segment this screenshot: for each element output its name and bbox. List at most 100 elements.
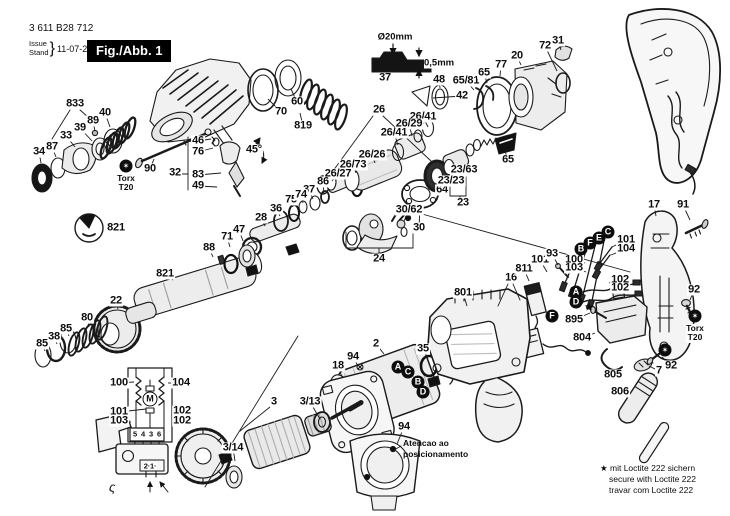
part-label-34: 34 <box>32 145 46 158</box>
part-label-94: 94 <box>346 350 360 363</box>
issue-label: Issue <box>29 39 47 49</box>
part-label-87: 87 <box>45 140 59 153</box>
part-label-85: 85 <box>35 337 49 350</box>
part-label-806: 806 <box>610 385 630 398</box>
part-label-26-26: 26/26 <box>357 148 387 161</box>
part-label-71: 71 <box>220 230 234 243</box>
part-label-20: 20 <box>510 49 524 62</box>
diameter-dimension: Ø20mm <box>377 31 413 43</box>
letter-marker-D: D <box>569 295 583 309</box>
letter-marker-C: C <box>401 365 415 379</box>
letter-marker-C: C <box>601 225 615 239</box>
part-label-37: 37 <box>378 71 392 84</box>
stand-label: Stand <box>29 48 49 57</box>
part-label-101: 101 <box>109 405 129 418</box>
part-label-85: 85 <box>59 322 73 335</box>
part-label-30: 30 <box>412 221 426 234</box>
figure-label: Fig./Abb. 1 <box>87 40 172 62</box>
part-label-23-23: 23/23 <box>436 174 466 187</box>
part-label-103: 103 <box>109 414 129 427</box>
part-label-49: 49 <box>191 179 205 192</box>
part-label-93: 93 <box>545 247 559 260</box>
part-label-76: 76 <box>191 145 205 158</box>
part-label-6: 6 <box>157 429 161 439</box>
part-label-819: 819 <box>293 119 313 132</box>
part-label-5: 5 <box>133 429 137 439</box>
crank-group-drawing <box>342 179 439 255</box>
part-label-102: 102 <box>610 273 630 286</box>
part-label-2: 2 <box>372 337 380 350</box>
part-label-100: 100 <box>109 376 129 389</box>
part-label-805: 805 <box>603 368 623 381</box>
torx-screw-icon: ✶ <box>658 343 672 357</box>
loctite-note: ★ mit Loctite 222 sichern secure with Lo… <box>600 463 696 496</box>
part-label-102: 102 <box>172 404 192 417</box>
letter-marker-D: D <box>416 385 430 399</box>
part-label-801: 801 <box>453 286 473 299</box>
part-label-101: 101 <box>616 233 636 246</box>
part-label-18: 18 <box>331 359 345 372</box>
part-label-811: 811 <box>514 262 534 275</box>
part-label-88: 88 <box>202 241 216 254</box>
part-label-23-63: 23/63 <box>449 163 479 176</box>
part-label-23: 23 <box>456 196 470 209</box>
housing-shell-drawing <box>625 8 722 195</box>
part-label-37: 37 <box>302 183 316 196</box>
part-label-80: 80 <box>80 311 94 324</box>
part-label-65: 65 <box>477 66 491 79</box>
selector-knob-drawing <box>204 128 268 197</box>
spindle-drawing <box>133 244 263 318</box>
motor-housing-drawing <box>427 288 531 443</box>
part-label-45-: 45° <box>244 143 264 156</box>
part-label-91: 91 <box>676 198 690 211</box>
issue-date: 11-07-25 <box>56 44 93 54</box>
gear-housing-drawing <box>149 58 252 145</box>
part-label--: ★ <box>584 302 594 313</box>
part-label-821: 821 <box>106 221 126 234</box>
part-label-102: 102 <box>610 281 630 294</box>
part-label-60: 60 <box>290 95 304 108</box>
part-label-86: 86 <box>316 175 330 188</box>
part-label-30-62: 30/62 <box>394 203 424 216</box>
positioning-note: Atencao ao posicionamento <box>403 438 469 460</box>
part-label-3: 3 <box>149 429 153 439</box>
letter-marker-F: F <box>545 309 559 323</box>
part-label-65-81: 65/81 <box>451 74 481 87</box>
part-label-72: 72 <box>538 39 552 52</box>
part-label-7: 7 <box>655 364 663 377</box>
flange-drawing <box>349 433 421 511</box>
part-label-804: 804 <box>572 331 592 344</box>
part-label-102: 102 <box>172 414 192 427</box>
part-label-26-27: 26/27 <box>323 167 353 180</box>
part-label-100: 100 <box>564 253 584 266</box>
part-label-42: 42 <box>455 89 469 102</box>
letter-marker-B: B <box>411 375 425 389</box>
document-number: 3 611 B28 712 <box>29 23 94 34</box>
brace-glyph: } <box>49 40 55 57</box>
part-label-70: 70 <box>274 105 288 118</box>
armature-drawing <box>174 399 365 489</box>
loctite-star-icon: ★ <box>600 463 608 473</box>
part-label-32: 32 <box>168 166 182 179</box>
part-label-104: 104 <box>171 376 191 389</box>
dimension-detail <box>371 43 432 79</box>
part-label-3-14: 3/14 <box>221 441 245 454</box>
part-label-75: 75 <box>284 193 298 206</box>
part-label-92: 92 <box>664 359 678 372</box>
letter-marker-A: A <box>569 285 583 299</box>
part-label-31: 31 <box>551 34 565 47</box>
part-label-90: 90 <box>143 162 157 175</box>
part-label-65: 65 <box>501 153 515 166</box>
part-label-33: 33 <box>59 129 73 142</box>
part-label-22: 22 <box>109 294 123 307</box>
part-label-40: 40 <box>98 106 112 119</box>
bracket-lines <box>51 109 631 488</box>
part-label-46: 46 <box>191 134 205 147</box>
part-label-74: 74 <box>294 188 308 201</box>
thickness-dimension: 0,5mm <box>424 57 455 69</box>
part-label-3: 3 <box>270 395 278 408</box>
